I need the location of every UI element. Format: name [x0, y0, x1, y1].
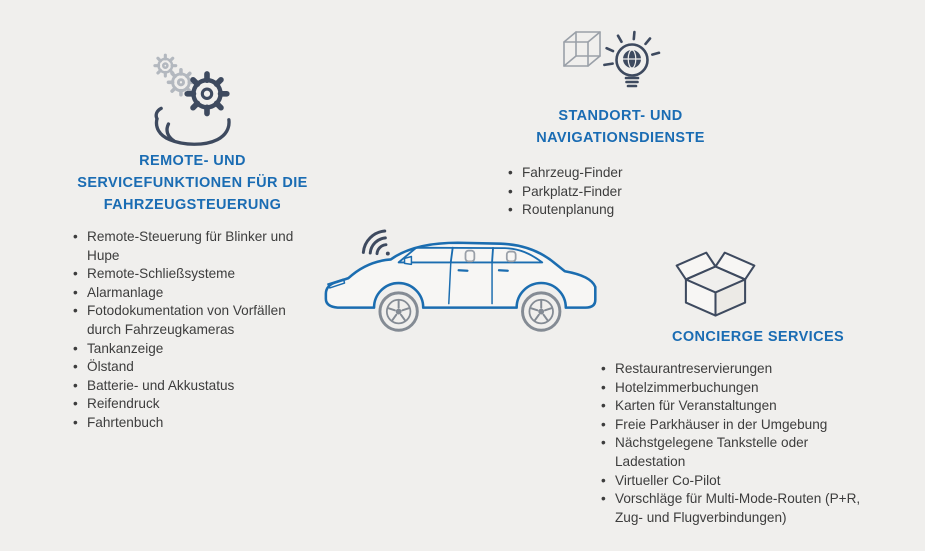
list-item: Restaurantreservierungen — [598, 360, 870, 379]
list-item: Parkplatz-Finder — [505, 183, 705, 202]
signal-waves-icon — [361, 229, 390, 256]
car-body — [324, 241, 597, 309]
section-title-navigation: STANDORT- UND NAVIGATIONSDIENSTE — [536, 108, 705, 146]
list-item: Fahrzeug-Finder — [505, 164, 705, 183]
list-item: Ölstand — [70, 358, 322, 377]
remote-services-list: Remote-Steuerung für Blinker und HupeRem… — [70, 228, 322, 433]
rear-wheel — [521, 291, 562, 332]
list-item: Remote-Schließsysteme — [70, 265, 322, 284]
list-item: Remote-Steuerung für Blinker und Hupe — [70, 228, 322, 265]
list-item: Vorschläge für Multi-Mode-Routen (P+R, Z… — [598, 490, 870, 527]
section-title-concierge: CONCIERGE SERVICES — [672, 329, 845, 345]
list-item: Virtueller Co-Pilot — [598, 472, 870, 491]
list-item: Reifendruck — [70, 395, 322, 414]
list-item: Batterie- und Akkustatus — [70, 377, 322, 396]
list-item: Hotelzimmerbuchungen — [598, 379, 870, 398]
list-item: Fotodokumentation von Vorfällen durch Fa… — [70, 302, 322, 339]
navigation-services-list: Fahrzeug-FinderParkplatz-FinderRoutenpla… — [505, 164, 705, 220]
list-item: Alarmanlage — [70, 284, 322, 303]
section-title-remote: REMOTE- UND SERVICEFUNKTIONEN FÜR DIE FA… — [77, 153, 308, 213]
list-item: Routenplanung — [505, 201, 705, 220]
concierge-services-list: RestaurantreservierungenHotelzimmerbuchu… — [598, 360, 870, 527]
list-item: Nächstgelegene Tankstelle oder Ladestati… — [598, 434, 870, 471]
car-seats — [464, 249, 517, 263]
front-wheel — [378, 291, 419, 332]
list-item: Karten für Veranstaltungen — [598, 397, 870, 416]
open-box-icon — [663, 248, 768, 322]
cube-icon — [563, 31, 601, 67]
lightbulb-globe-icon — [550, 22, 675, 104]
list-item: Tankanzeige — [70, 340, 322, 359]
gears-hand-icon — [142, 50, 247, 150]
list-item: Fahrtenbuch — [70, 414, 322, 433]
list-item: Freie Parkhäuser in der Umgebung — [598, 416, 870, 435]
connected-car-illustration — [318, 220, 613, 350]
